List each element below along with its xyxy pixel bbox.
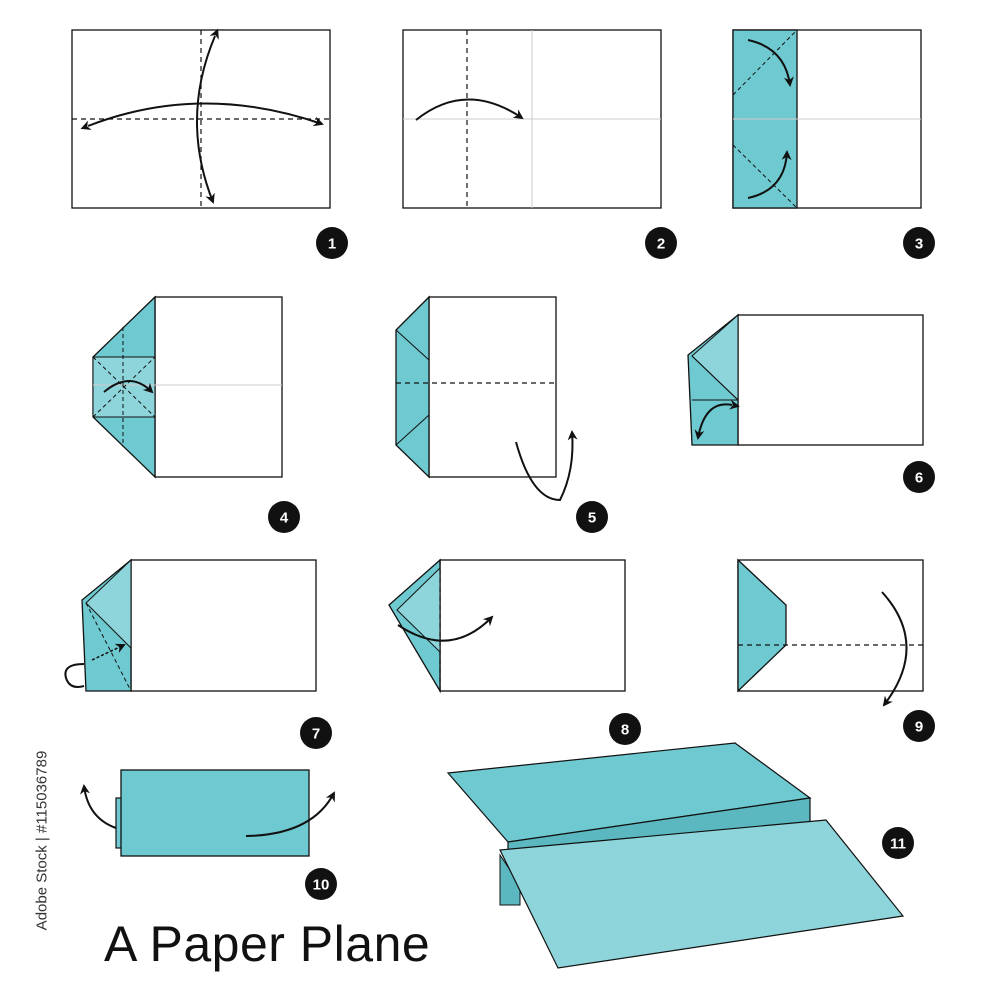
step-number-badge: 11 [882,827,914,859]
curved-arrow-icon [80,784,117,829]
step-6-diagram [687,313,924,446]
curved-arrow-icon [747,39,794,87]
curved-arrow-icon [196,28,219,204]
step-9-number: 9 [915,719,923,736]
step-8-number: 8 [621,722,629,739]
step-number-badge: 3 [903,227,935,259]
step-11-number: 11 [890,836,906,853]
curved-arrow-icon [515,430,578,502]
step-number-badge: 4 [268,501,300,533]
step-number-badge: 2 [645,227,677,259]
curved-arrow-icon [80,102,324,130]
step-number-badge: 10 [305,868,337,900]
step-7-diagram [64,558,317,692]
step-8-diagram [388,558,626,694]
step-number-badge: 7 [300,717,332,749]
step-6-number: 6 [915,470,923,487]
step-2-number: 2 [657,236,665,253]
curved-arrow-icon [64,663,85,688]
step-number-badge: 1 [316,227,348,259]
step-10-number: 10 [313,877,330,894]
step-5-diagram [395,295,578,502]
step-4-diagram [92,295,283,479]
step-number-badge: 6 [903,461,935,493]
step-11-diagram [446,742,905,969]
step-1-diagram [71,28,331,209]
step-7-number: 7 [312,726,320,743]
curved-arrow-icon [103,380,154,394]
step-9-diagram [737,558,924,707]
step-5-number: 5 [588,510,596,527]
step-10-diagram [80,769,335,857]
step-number-badge: 8 [609,713,641,745]
step-number-badge: 9 [903,710,935,742]
stock-credit-label: Adobe Stock | #115036789 [33,750,51,931]
diagram-title: A Paper Plane [104,916,431,972]
curved-arrow-icon [694,399,740,440]
curved-arrow-icon [747,150,792,199]
step-1-number: 1 [328,236,336,253]
curved-arrow-icon [415,98,524,121]
step-3-number: 3 [915,236,923,253]
curved-arrow-icon [245,791,335,837]
step-3-diagram [732,29,922,209]
curved-arrow-icon [881,591,908,707]
step-2-diagram [402,29,662,209]
curved-arrow-icon [397,615,494,642]
step-number-badge: 5 [576,501,608,533]
step-4-number: 4 [280,510,289,527]
